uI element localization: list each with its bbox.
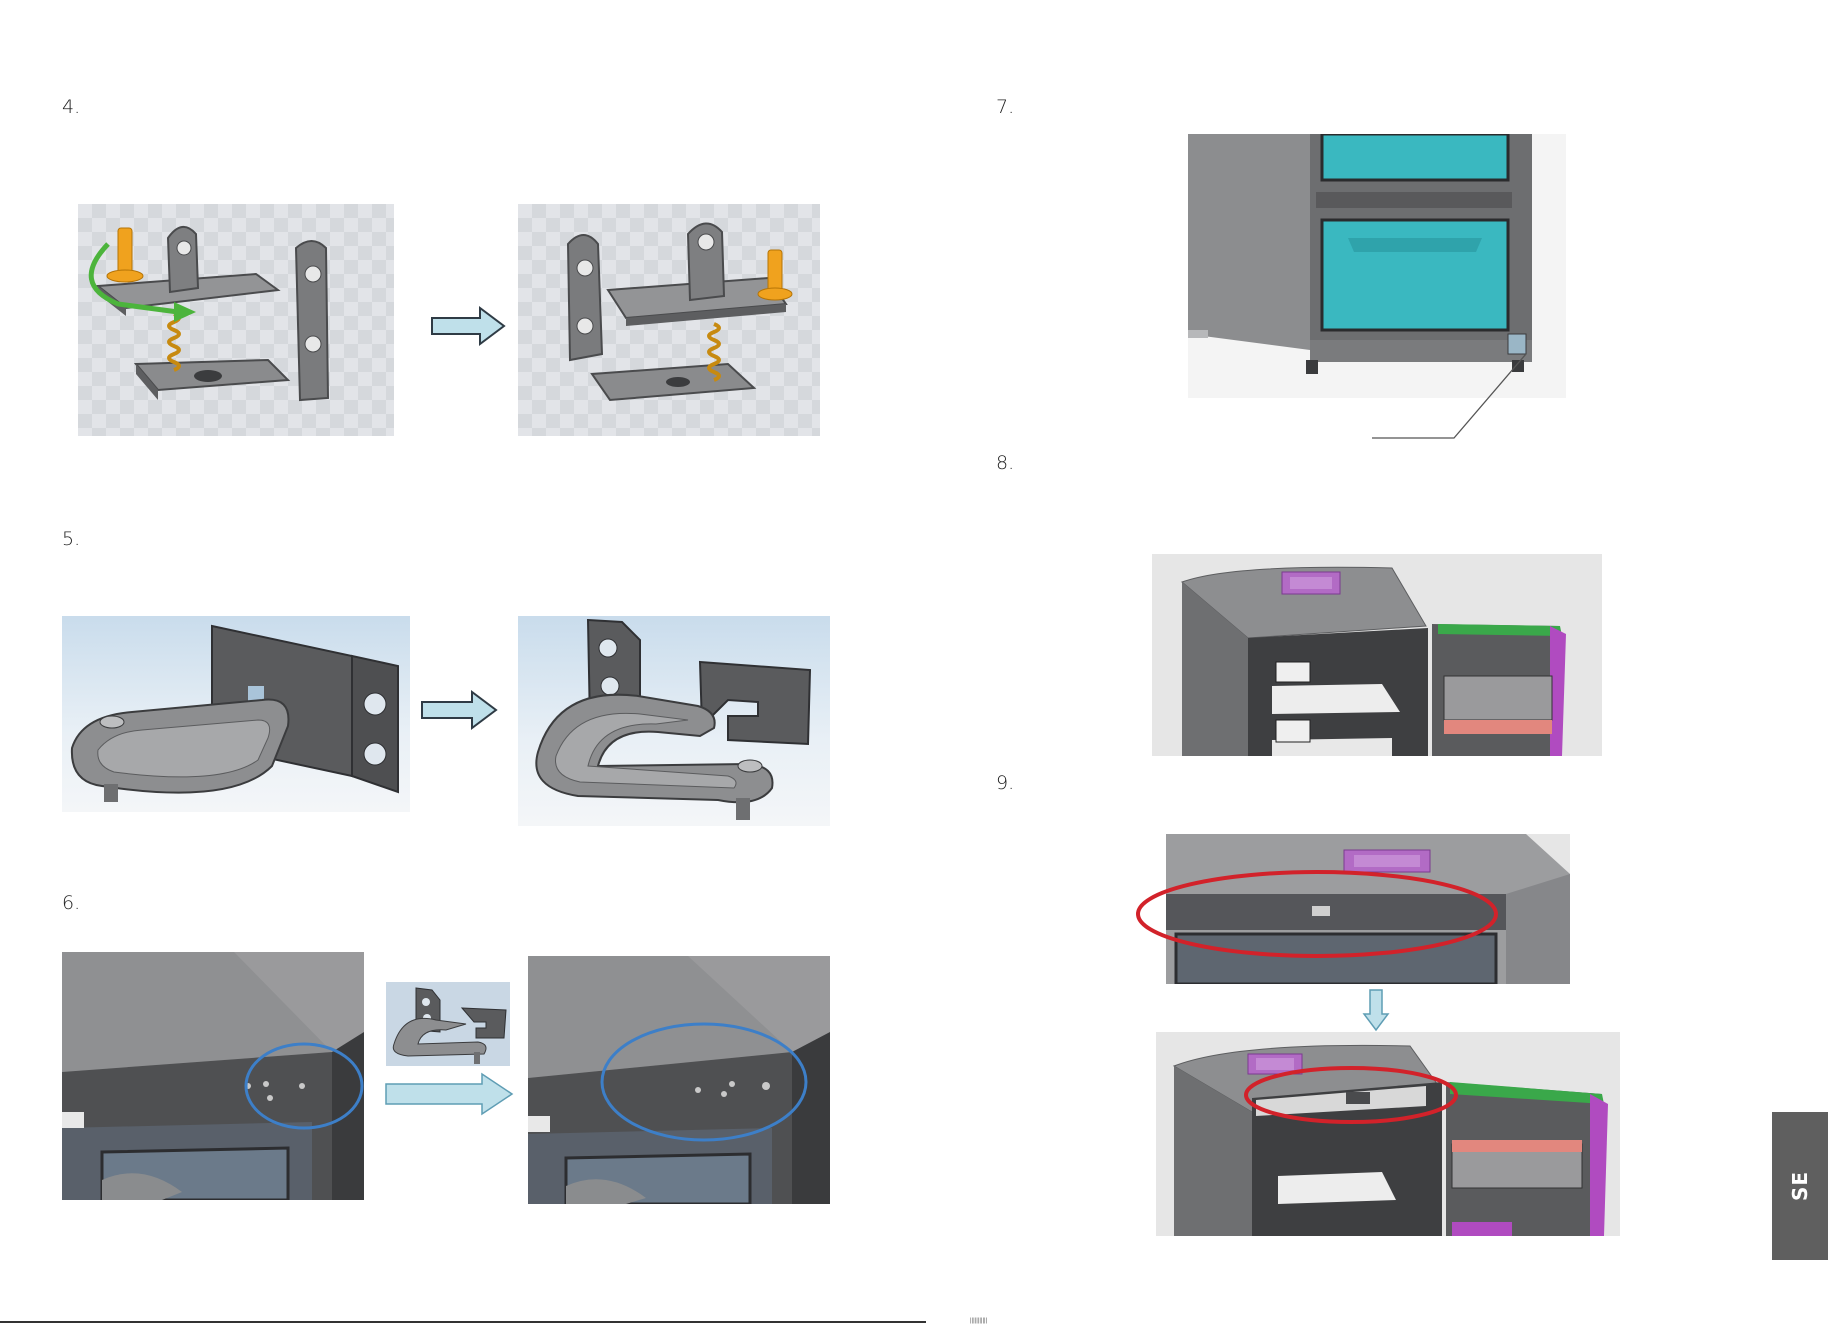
cabinet-corner-before-image <box>62 952 364 1200</box>
hinge-screw-before-image <box>78 204 394 436</box>
step-number-8: 8. <box>996 452 1014 474</box>
fridge-strip-relocated-image <box>1156 1032 1620 1236</box>
hinge-screw-after-image <box>518 204 820 436</box>
step-number-9: 9. <box>996 772 1014 794</box>
fridge-door-open-image <box>1152 554 1602 756</box>
right-arrow-icon <box>384 1072 514 1116</box>
right-arrow-icon <box>430 306 506 346</box>
foot-callout-line <box>1372 350 1538 442</box>
step-number-7: 7. <box>996 96 1014 118</box>
step-number-5: 5. <box>62 528 80 550</box>
bracket-thumbnail-image <box>386 982 510 1066</box>
down-arrow-icon <box>1362 988 1390 1032</box>
page-bottom-rule <box>0 1321 926 1323</box>
door-bracket-after-image <box>518 616 830 826</box>
language-tab-label: SE <box>1788 1171 1812 1201</box>
highlight-ellipse-top <box>1134 868 1500 960</box>
highlight-ellipse-bottom <box>1242 1064 1460 1126</box>
step-number-6: 6. <box>62 892 80 914</box>
right-arrow-icon <box>420 690 498 730</box>
footer-mark: ||||||||||| <box>970 1318 987 1324</box>
door-bracket-before-image <box>62 616 410 812</box>
step-number-4: 4. <box>62 96 80 118</box>
language-tab: SE <box>1772 1112 1828 1260</box>
cabinet-corner-after-image <box>528 956 830 1204</box>
